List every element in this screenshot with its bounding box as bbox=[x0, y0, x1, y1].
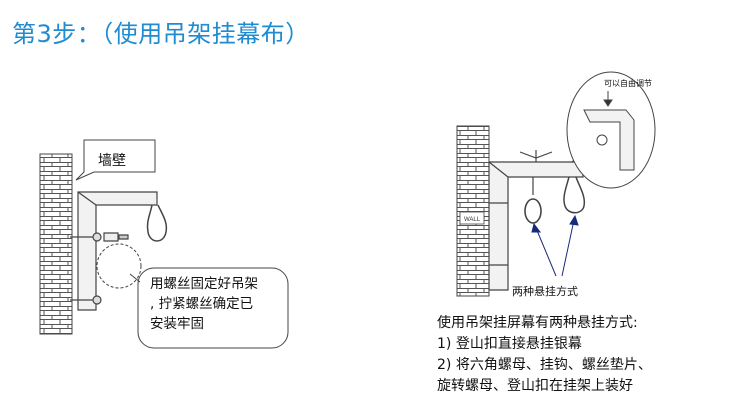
description-line: 旋转螺母、登山扣在挂架上装好 bbox=[437, 378, 633, 394]
left-wall-callout bbox=[75, 139, 156, 181]
right-wall: WALL bbox=[456, 125, 490, 297]
callout-line: 用螺丝固定好吊架 bbox=[150, 276, 258, 292]
method-arrows bbox=[531, 214, 579, 277]
bracket-callout-text: 用螺丝固定好吊架 , 拧紧螺丝确定已 安装牢固 bbox=[150, 274, 258, 334]
callout-line: , 拧紧螺丝确定已 bbox=[150, 296, 254, 312]
adjust-detail-callout bbox=[566, 71, 656, 189]
left-bracket bbox=[70, 191, 168, 311]
description-line: 2) 将六角螺母、挂钩、螺丝垫片、 bbox=[437, 357, 652, 373]
wall-tag: WALL bbox=[464, 217, 481, 223]
callout-line: 安装牢固 bbox=[150, 316, 204, 332]
adjust-label: 可以自由调节 bbox=[604, 79, 652, 88]
description-line: 1) 登山扣直接悬挂银幕 bbox=[437, 336, 582, 352]
right-bracket bbox=[488, 150, 586, 291]
description-line: 使用吊架挂屏幕有两种悬挂方式: bbox=[437, 315, 638, 331]
page-title: 第3步：（使用吊架挂幕布） bbox=[12, 20, 310, 48]
wall-label: 墙壁 bbox=[98, 153, 126, 169]
left-bracket-callout bbox=[96, 243, 289, 349]
description: 使用吊架挂屏幕有两种悬挂方式: 1) 登山扣直接悬挂银幕 2) 将六角螺母、挂钩… bbox=[437, 313, 652, 397]
left-wall bbox=[39, 153, 73, 335]
methods-label: 两种悬挂方式 bbox=[512, 285, 578, 298]
